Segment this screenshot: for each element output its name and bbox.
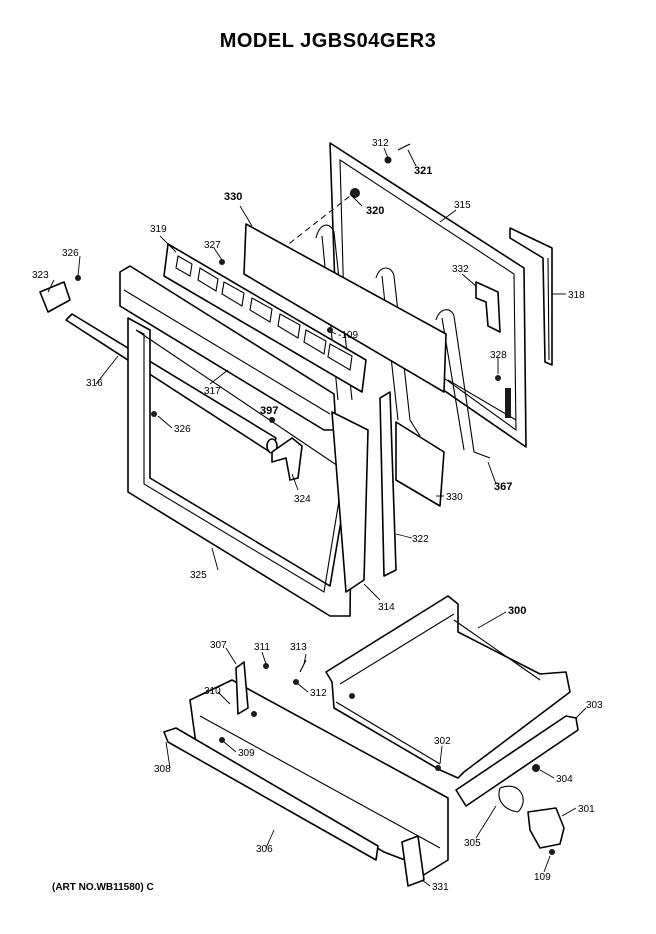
door-handle bbox=[65, 313, 278, 454]
callout-322: 322 bbox=[412, 534, 429, 545]
callout-315: 315 bbox=[454, 200, 471, 211]
callout-331: 331 bbox=[432, 882, 449, 893]
callout-301: 301 bbox=[578, 804, 595, 815]
drawer-side-panel bbox=[235, 661, 249, 715]
callout-332: 332 bbox=[452, 264, 469, 275]
callout-319: 319 bbox=[150, 224, 167, 235]
drawer-body bbox=[325, 595, 571, 779]
door-glass-lower bbox=[395, 421, 445, 507]
callout-311: 311 bbox=[254, 642, 270, 653]
callout-306: 306 bbox=[256, 844, 273, 855]
callout-304: 304 bbox=[556, 774, 573, 785]
callout-303: 303 bbox=[586, 700, 603, 711]
door-inner-panel bbox=[329, 142, 527, 448]
callout-307: 307 bbox=[210, 640, 227, 651]
callout-313: 313 bbox=[290, 642, 307, 653]
callout-397: 397 bbox=[260, 405, 278, 417]
page-title: MODEL JGBS04GER3 bbox=[219, 30, 437, 52]
callout-330: 330 bbox=[224, 191, 242, 203]
callout-326: 326 bbox=[174, 424, 191, 435]
hinge-bracket bbox=[39, 281, 71, 313]
callout-310: 310 bbox=[204, 686, 221, 697]
callout-300: 300 bbox=[508, 605, 526, 617]
drawer-glide bbox=[527, 807, 565, 849]
callout-317: 317 bbox=[204, 386, 221, 397]
door-glass-outer bbox=[331, 411, 369, 593]
callout-327: 327 bbox=[204, 240, 221, 251]
side-hinge-bracket bbox=[509, 227, 553, 366]
glass-channel bbox=[379, 391, 397, 577]
callout-305: 305 bbox=[464, 838, 481, 849]
drawer-front bbox=[163, 679, 449, 887]
callout-316: 316 bbox=[86, 378, 103, 389]
callout-109: -109 bbox=[338, 330, 358, 341]
leader-lines bbox=[47, 147, 587, 887]
callout-309: 309 bbox=[238, 748, 255, 759]
callout-312: 312 bbox=[310, 688, 327, 699]
callout-314: 314 bbox=[378, 602, 395, 613]
callout-323: 323 bbox=[32, 270, 49, 281]
callout-320: 320 bbox=[366, 205, 384, 217]
callout-324: 324 bbox=[294, 494, 311, 505]
vent-panel bbox=[163, 243, 367, 393]
callout-318: 318 bbox=[568, 290, 585, 301]
screws bbox=[75, 143, 555, 855]
door-glass-upper bbox=[243, 223, 447, 393]
part-callouts: 312 321 320 315 330 319 327 326 323 332 … bbox=[32, 138, 603, 893]
callout-308: 308 bbox=[154, 764, 171, 775]
drawer-roller bbox=[498, 785, 524, 813]
callout-321: 321 bbox=[414, 165, 432, 177]
callout-330: 330 bbox=[446, 492, 463, 503]
callout-109: 109 bbox=[534, 872, 551, 883]
door-latch-bracket bbox=[475, 281, 501, 333]
callout-302: 302 bbox=[434, 736, 451, 747]
art-number: (ART NO.WB11580) C bbox=[52, 882, 154, 893]
callout-325: 325 bbox=[190, 570, 207, 581]
drawer-rail bbox=[455, 715, 579, 807]
callout-312: 312 bbox=[372, 138, 389, 149]
callout-328: 328 bbox=[490, 350, 507, 361]
callout-326: 326 bbox=[62, 248, 79, 259]
callout-367: 367 bbox=[494, 481, 512, 493]
